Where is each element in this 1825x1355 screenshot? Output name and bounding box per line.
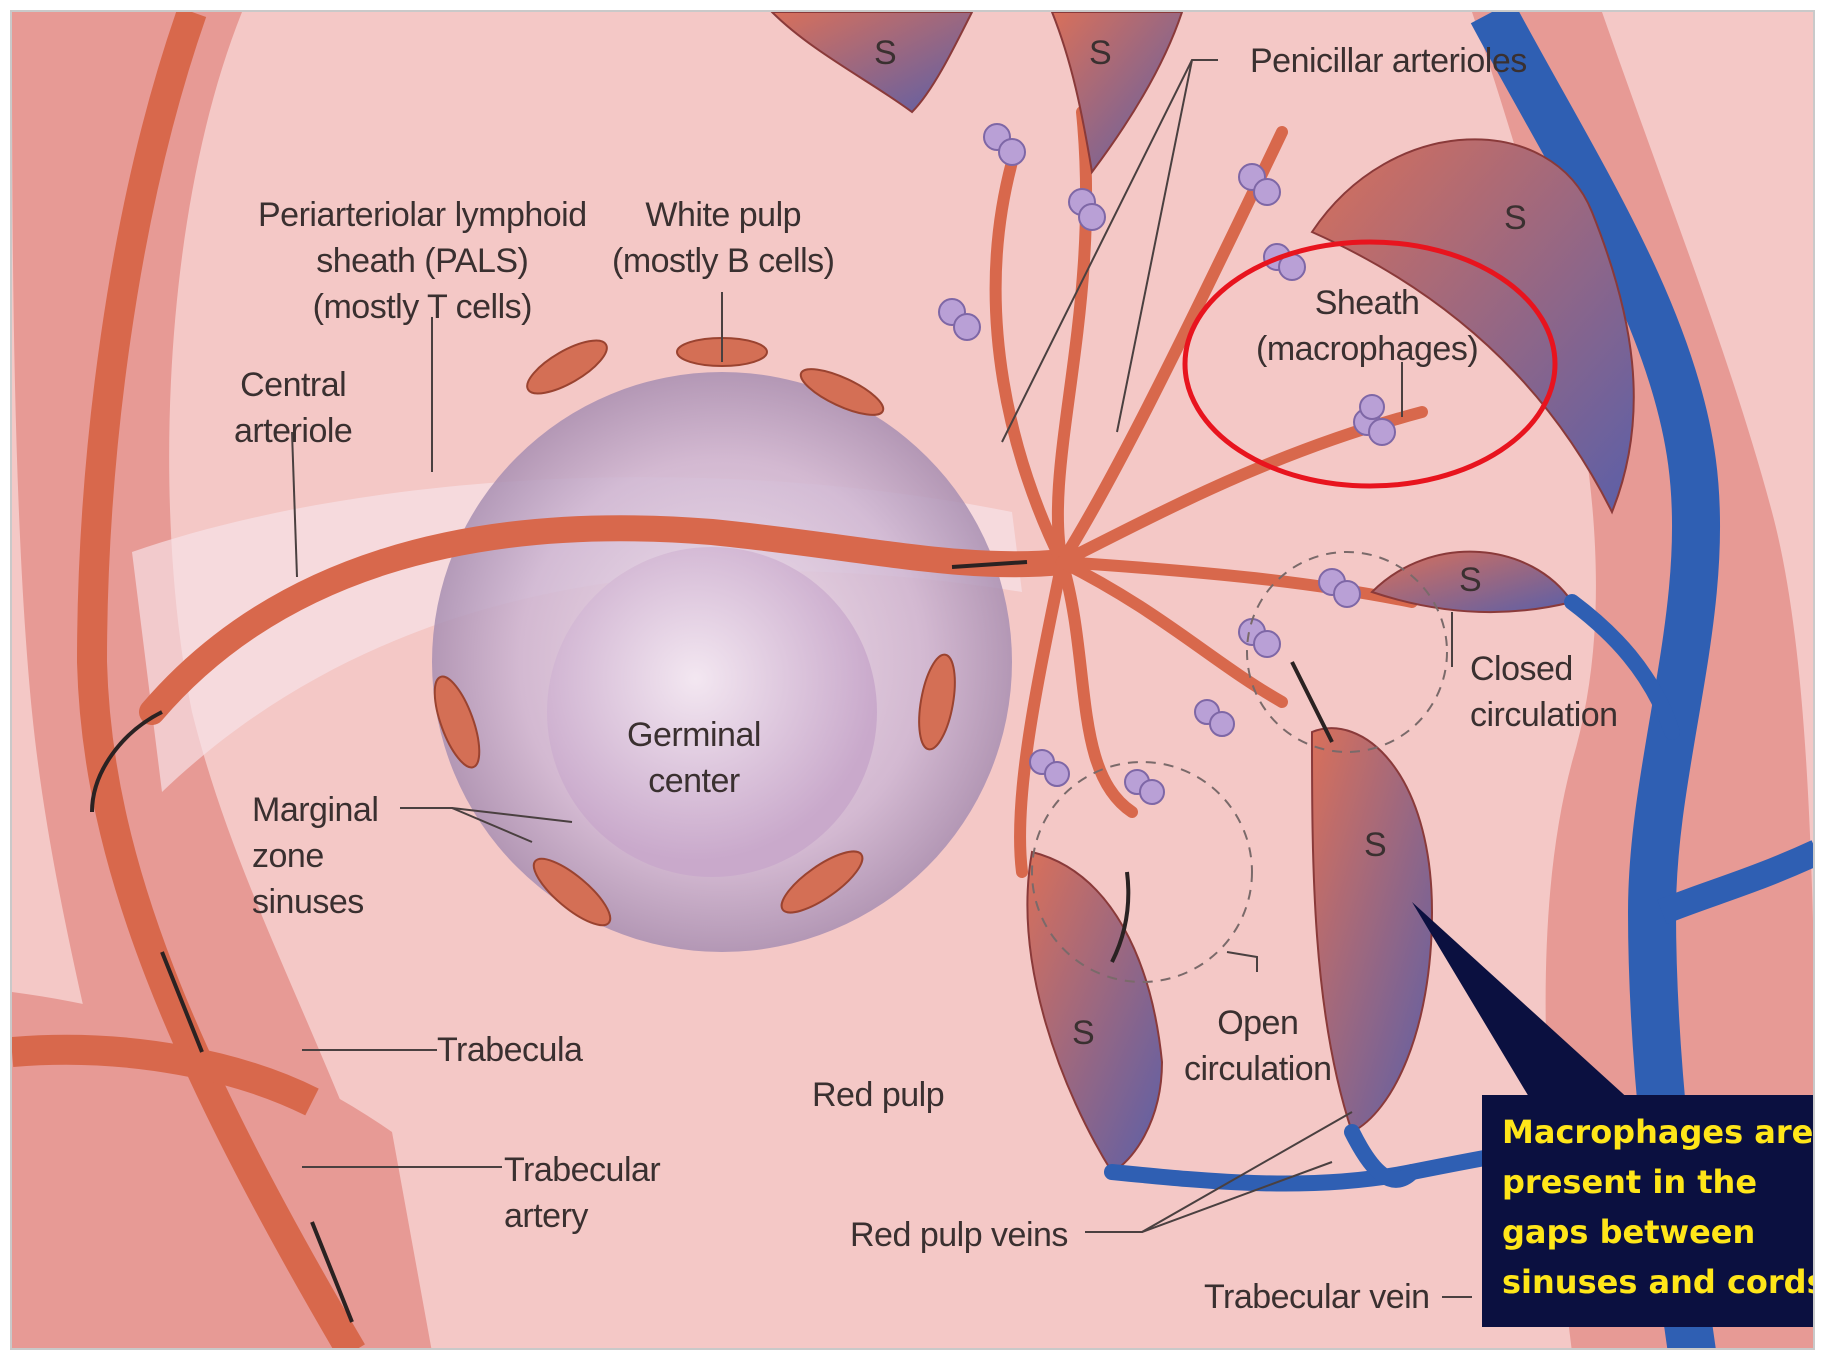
callout-box: Macrophages are present in the gaps betw… (1482, 1095, 1815, 1327)
label-central-arteriole: Central arteriole (234, 362, 352, 454)
sinus-marker: S (1364, 822, 1386, 868)
label-trabecula: Trabecula (437, 1027, 582, 1073)
label-red-pulp: Red pulp (812, 1072, 944, 1118)
label-germinal-center: Germinal center (627, 712, 761, 804)
sinus-marker: S (1459, 557, 1481, 603)
spleen-diagram: S S S S S S Periarteriolar lymphoid shea… (10, 10, 1815, 1350)
label-trabecular-vein: Trabecular vein (1204, 1274, 1430, 1320)
label-marginal-zone-sinuses: Marginal zone sinuses (252, 787, 378, 925)
label-red-pulp-veins: Red pulp veins (850, 1212, 1068, 1258)
callout-text: Macrophages are present in the gaps betw… (1502, 1107, 1808, 1307)
sinus-marker: S (1089, 30, 1111, 76)
label-open-circulation: Open circulation (1184, 1000, 1332, 1092)
label-pals: Periarteriolar lymphoid sheath (PALS) (m… (258, 192, 587, 330)
label-penicillar-arterioles: Penicillar arterioles (1250, 38, 1527, 84)
sinus-marker: S (874, 30, 896, 76)
label-trabecular-artery: Trabecular artery (504, 1147, 660, 1239)
label-closed-circulation: Closed circulation (1470, 646, 1618, 738)
sinus-marker: S (1504, 195, 1526, 241)
label-white-pulp: White pulp (mostly B cells) (612, 192, 834, 284)
sinus-marker: S (1072, 1010, 1094, 1056)
label-sheath-macrophages: Sheath (macrophages) (1256, 280, 1478, 372)
